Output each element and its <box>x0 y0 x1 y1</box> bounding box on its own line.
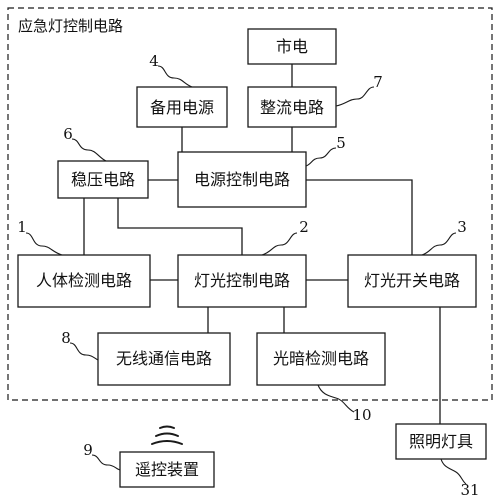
block-backup-power: 备用电源 <box>136 86 228 128</box>
ref-31: 31 <box>460 481 479 498</box>
reference-leaders <box>25 65 467 485</box>
ref-8: 8 <box>61 329 71 347</box>
ref-10: 10 <box>352 406 371 424</box>
block-mains-label: 市电 <box>276 37 308 56</box>
block-rectifier: 整流电路 <box>247 86 337 128</box>
leader-1 <box>25 232 63 256</box>
ref-6: 6 <box>63 125 73 143</box>
block-light-control: 灯光控制电路 <box>177 254 307 308</box>
block-regulator-label: 稳压电路 <box>71 170 135 189</box>
leader-3 <box>421 232 457 256</box>
leader-9 <box>91 454 121 471</box>
block-power-control: 电源控制电路 <box>177 151 307 208</box>
block-dark-detect-label: 光暗检测电路 <box>273 349 369 368</box>
leader-5 <box>305 147 337 167</box>
block-human-detect: 人体检测电路 <box>17 254 151 308</box>
block-light-switch-label: 灯光开关电路 <box>364 271 460 290</box>
block-human-detect-label: 人体检测电路 <box>36 271 132 290</box>
ref-9: 9 <box>83 441 93 459</box>
block-rectifier-label: 整流电路 <box>260 98 324 117</box>
block-light-switch: 灯光开关电路 <box>347 254 477 308</box>
leader-10 <box>317 384 355 413</box>
leader-6 <box>71 138 107 162</box>
circuit-boundary <box>7 7 493 401</box>
connection-wires <box>83 64 441 424</box>
wireless-signal-icon <box>151 425 183 445</box>
ref-3: 3 <box>457 218 467 236</box>
block-wireless-label: 无线通信电路 <box>116 349 212 368</box>
diagram-title: 应急灯控制电路 <box>18 17 123 35</box>
block-mains: 市电 <box>247 28 337 65</box>
leader-4 <box>157 65 193 88</box>
block-lighting-label: 照明灯具 <box>409 432 473 451</box>
reference-numbers: 1 2 3 4 5 6 7 8 9 10 31 <box>17 52 479 498</box>
leader-8 <box>69 342 99 361</box>
block-regulator: 稳压电路 <box>57 160 149 199</box>
ref-5: 5 <box>336 134 346 152</box>
leader-31 <box>440 458 467 485</box>
block-remote: 遥控装置 <box>119 451 215 488</box>
leader-2 <box>261 232 298 256</box>
ref-2: 2 <box>299 218 309 236</box>
block-remote-label: 遥控装置 <box>135 460 199 479</box>
ref-7: 7 <box>373 73 383 91</box>
block-wireless: 无线通信电路 <box>97 332 231 386</box>
block-backup-power-label: 备用电源 <box>150 98 214 117</box>
block-power-control-label: 电源控制电路 <box>194 170 290 189</box>
block-dark-detect: 光暗检测电路 <box>256 332 386 386</box>
block-lighting: 照明灯具 <box>395 423 487 460</box>
ref-4: 4 <box>149 52 159 70</box>
wire-power-control-light-switch <box>306 179 413 255</box>
wire-regulator-light-control <box>117 198 243 255</box>
block-light-control-label: 灯光控制电路 <box>194 271 290 290</box>
ref-1: 1 <box>17 218 27 236</box>
leader-7 <box>335 86 375 107</box>
